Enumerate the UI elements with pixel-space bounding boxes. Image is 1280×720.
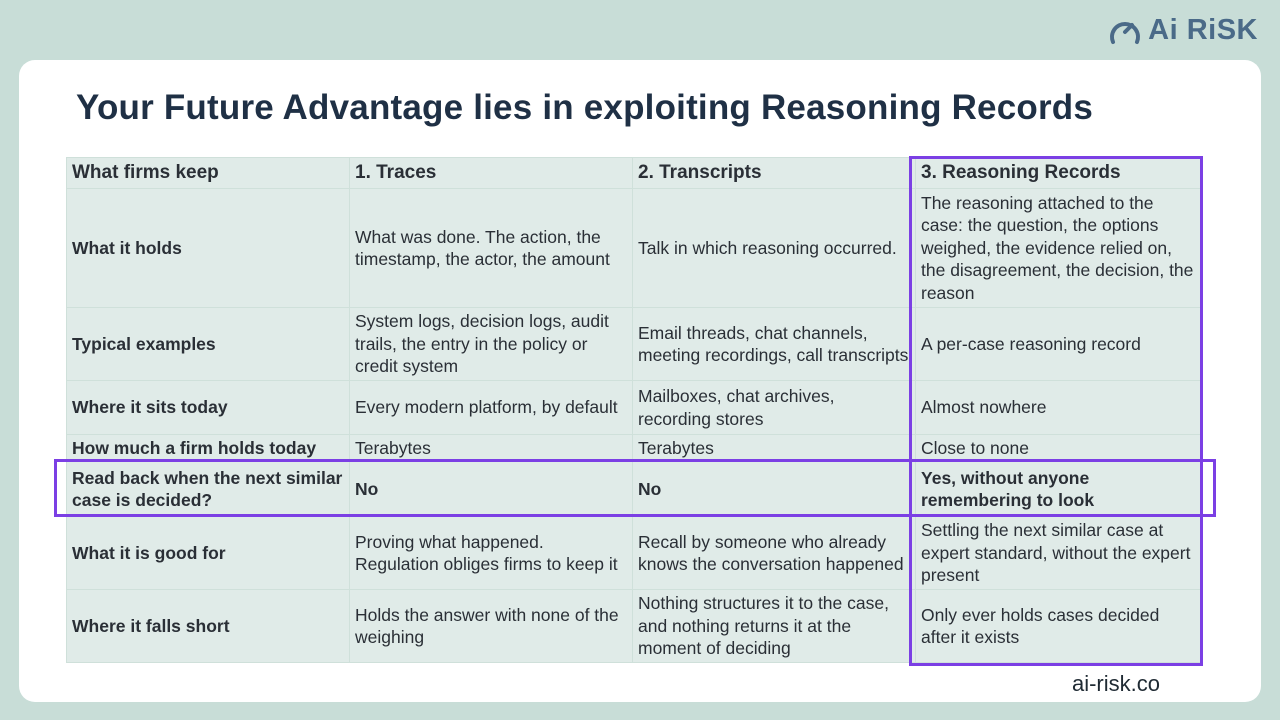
table-cell: Nothing structures it to the case, and n… xyxy=(632,589,916,663)
row-label: Where it falls short xyxy=(66,589,350,663)
row-label: Where it sits today xyxy=(66,380,350,435)
table-row: What it is good for Proving what happene… xyxy=(66,516,1201,590)
footer-url: ai-risk.co xyxy=(1071,671,1160,696)
table-cell: Proving what happened. Regulation oblige… xyxy=(349,516,633,590)
table-row: Where it sits today Every modern platfor… xyxy=(66,380,1201,435)
header-traces: 1. Traces xyxy=(349,157,633,189)
table-cell: Settling the next similar case at expert… xyxy=(915,516,1201,590)
table-row: How much a firm holds today Terabytes Te… xyxy=(66,434,1201,462)
brand-name: Ai RiSK xyxy=(1148,14,1258,46)
table-header-row: What firms keep 1. Traces 2. Transcripts… xyxy=(66,157,1201,189)
gauge-icon xyxy=(1110,21,1141,44)
row-label: Read back when the next similar case is … xyxy=(66,461,350,517)
brand-logo: Ai RiSK xyxy=(1108,14,1258,47)
slide-card: Your Future Advantage lies in exploiting… xyxy=(19,60,1261,702)
table-cell: Only ever holds cases decided after it e… xyxy=(915,589,1201,663)
table-cell: System logs, decision logs, audit trails… xyxy=(349,307,633,381)
table-cell: The reasoning attached to the case: the … xyxy=(915,188,1201,308)
table-cell: Mailboxes, chat archives, recording stor… xyxy=(632,380,916,435)
table-cell: Terabytes xyxy=(349,434,633,462)
table-row: What it holds What was done. The action,… xyxy=(66,188,1201,308)
table-row: Typical examples System logs, decision l… xyxy=(66,307,1201,381)
slide-title: Your Future Advantage lies in exploiting… xyxy=(76,88,1094,127)
row-label: What it holds xyxy=(66,188,350,308)
table-cell: Email threads, chat channels, meeting re… xyxy=(632,307,916,381)
table-cell: No xyxy=(349,461,633,517)
table-cell: Every modern platform, by default xyxy=(349,380,633,435)
comparison-table: What firms keep 1. Traces 2. Transcripts… xyxy=(66,157,1201,663)
row-label: What it is good for xyxy=(66,516,350,590)
table-row: Where it falls short Holds the answer wi… xyxy=(66,589,1201,663)
table-row-highlighted: Read back when the next similar case is … xyxy=(66,461,1201,517)
table-cell: Holds the answer with none of the weighi… xyxy=(349,589,633,663)
table-cell: Almost nowhere xyxy=(915,380,1201,435)
table-cell: A per-case reasoning record xyxy=(915,307,1201,381)
row-label: Typical examples xyxy=(66,307,350,381)
table-cell: Terabytes xyxy=(632,434,916,462)
header-what-firms-keep: What firms keep xyxy=(66,157,350,189)
table-cell: Close to none xyxy=(915,434,1201,462)
table-cell: Talk in which reasoning occurred. xyxy=(632,188,916,308)
header-transcripts: 2. Transcripts xyxy=(632,157,916,189)
header-reasoning-records: 3. Reasoning Records xyxy=(915,157,1201,189)
table-cell: Recall by someone who already knows the … xyxy=(632,516,916,590)
table-cell: Yes, without anyone remembering to look xyxy=(915,461,1201,517)
table-cell: No xyxy=(632,461,916,517)
row-label: How much a firm holds today xyxy=(66,434,350,462)
table-cell: What was done. The action, the timestamp… xyxy=(349,188,633,308)
